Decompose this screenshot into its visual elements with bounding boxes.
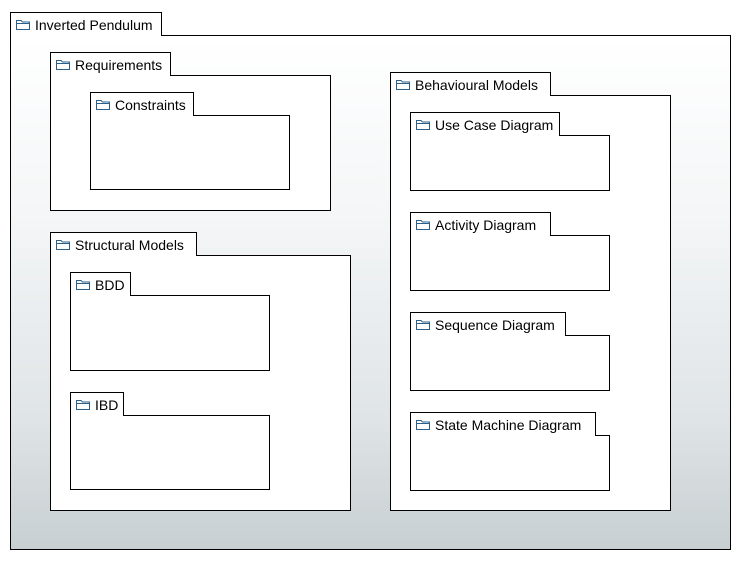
package-tab-activity-diagram[interactable]: Activity Diagram	[410, 212, 551, 236]
package-tab-constraints[interactable]: Constraints	[90, 92, 194, 116]
package-label: Behavioural Models	[415, 76, 538, 93]
package-label: Requirements	[75, 56, 163, 73]
package-tab-bdd[interactable]: BDD	[70, 272, 131, 296]
package-body-constraints[interactable]	[90, 115, 290, 190]
package-body-state-machine-diagram[interactable]	[410, 435, 610, 491]
package-label: BDD	[95, 276, 125, 293]
package-label: IBD	[95, 396, 119, 413]
package-tab-requirements[interactable]: Requirements	[50, 52, 171, 76]
package-label: Sequence Diagram	[435, 316, 555, 333]
package-body-bdd[interactable]	[70, 295, 270, 371]
package-label: Constraints	[115, 96, 186, 113]
package-body-use-case-diagram[interactable]	[410, 135, 610, 191]
folder-icon	[16, 19, 30, 30]
package-tab-inverted-pendulum[interactable]: Inverted Pendulum	[10, 12, 162, 36]
folder-icon	[96, 99, 110, 110]
package-label: Use Case Diagram	[435, 116, 554, 133]
package-tab-behavioural-models[interactable]: Behavioural Models	[390, 72, 551, 96]
folder-icon	[76, 399, 90, 410]
package-label: State Machine Diagram	[435, 416, 582, 433]
folder-icon	[396, 79, 410, 90]
package-label: Structural Models	[75, 236, 184, 253]
folder-icon	[56, 59, 70, 70]
folder-icon	[76, 279, 90, 290]
folder-icon	[56, 239, 70, 250]
folder-icon	[416, 419, 430, 430]
folder-icon	[416, 119, 430, 130]
package-tab-ibd[interactable]: IBD	[70, 392, 124, 416]
package-tab-use-case-diagram[interactable]: Use Case Diagram	[410, 112, 560, 136]
package-body-activity-diagram[interactable]	[410, 235, 610, 291]
folder-icon	[416, 219, 430, 230]
folder-icon	[416, 319, 430, 330]
package-label: Inverted Pendulum	[35, 16, 153, 33]
package-tab-structural-models[interactable]: Structural Models	[50, 232, 197, 256]
package-label: Activity Diagram	[435, 216, 537, 233]
package-body-ibd[interactable]	[70, 415, 270, 490]
package-tab-sequence-diagram[interactable]: Sequence Diagram	[410, 312, 566, 336]
package-tab-state-machine-diagram[interactable]: State Machine Diagram	[410, 412, 596, 436]
package-body-sequence-diagram[interactable]	[410, 335, 610, 391]
